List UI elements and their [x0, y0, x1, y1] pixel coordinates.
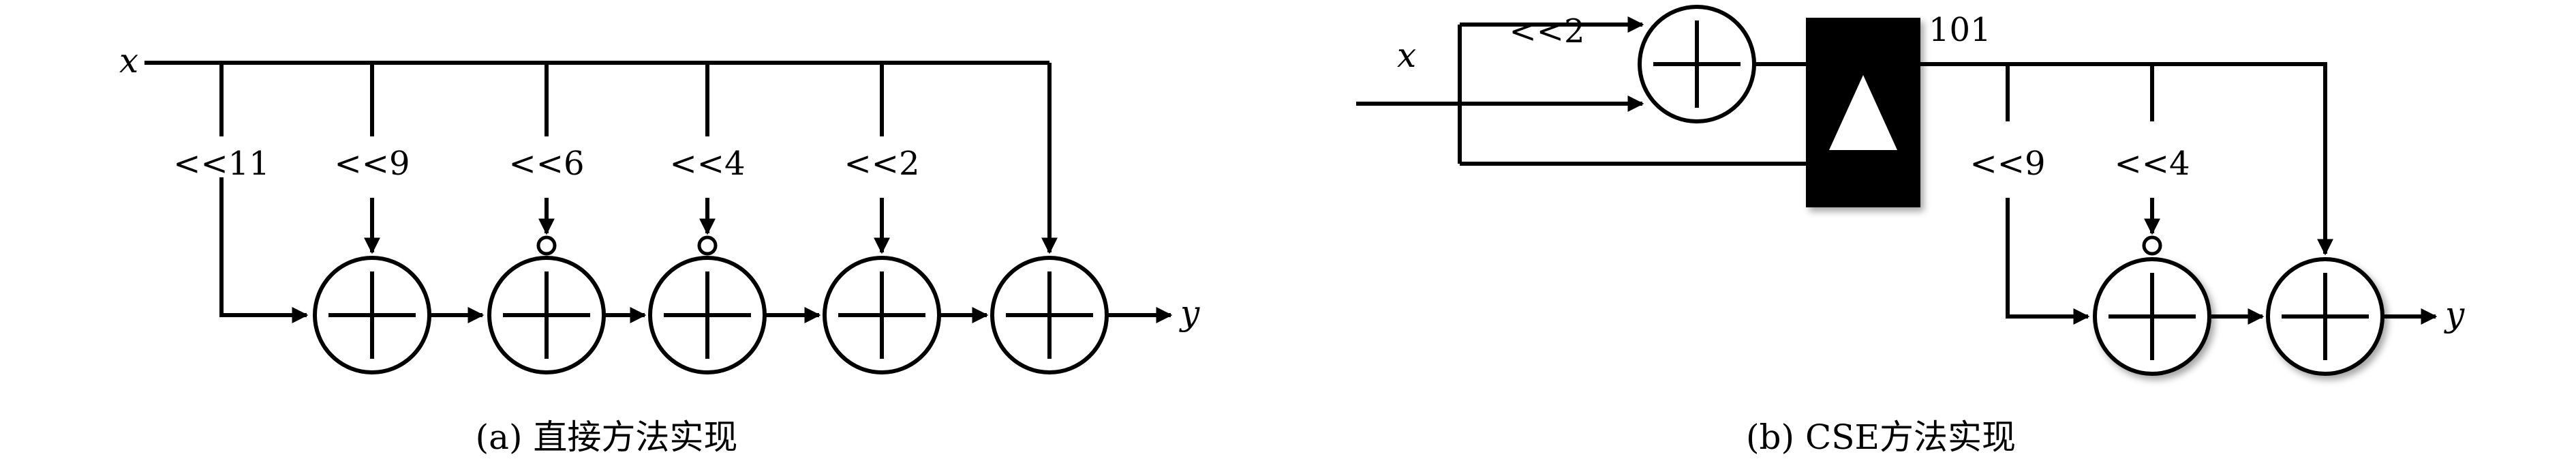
output-bus: [1920, 62, 2333, 256]
adder: [1638, 5, 1756, 123]
shift-label: <<9: [1970, 145, 2046, 183]
caption-cse: (b) CSE方法实现: [1746, 417, 2016, 457]
negation-bubble: [2142, 235, 2162, 256]
adder: [990, 256, 1109, 374]
tap-shift-11-to-adder: [219, 177, 309, 323]
adder: [648, 256, 767, 374]
shift-label: <<4: [670, 145, 746, 183]
negation-bubble: [536, 235, 557, 256]
output-label-y: y: [2444, 295, 2465, 334]
cse-method-diagram: x <<2 101 <<9 <<4: [1356, 5, 2465, 457]
delay-triangle-icon: [1829, 75, 1897, 150]
shift-label: <<2: [1509, 12, 1585, 50]
delay-block: [1806, 18, 1920, 207]
adder: [2093, 257, 2211, 376]
shift-label: <<9: [335, 145, 410, 183]
tap-shift-9-to-adder: [2006, 198, 2090, 325]
adder: [487, 256, 606, 374]
adder: [313, 256, 431, 374]
direct-method-diagram: x <<11 <<9 <<6 <<4 <<2: [119, 41, 1200, 457]
negation-bubble: [697, 235, 718, 256]
subexpression-label: 101: [1929, 11, 1991, 49]
shift-label: <<6: [509, 145, 585, 183]
adder: [823, 256, 941, 374]
output-label-y: y: [1179, 293, 1200, 333]
shift-label: <<11: [173, 145, 270, 183]
shift-label: <<4: [2115, 145, 2190, 183]
input-label-x: x: [1397, 35, 1416, 75]
input-label-x: x: [119, 41, 138, 80]
caption-direct: (a) 直接方法实现: [476, 417, 738, 457]
adder: [2266, 257, 2385, 376]
shift-label: <<2: [844, 145, 920, 183]
